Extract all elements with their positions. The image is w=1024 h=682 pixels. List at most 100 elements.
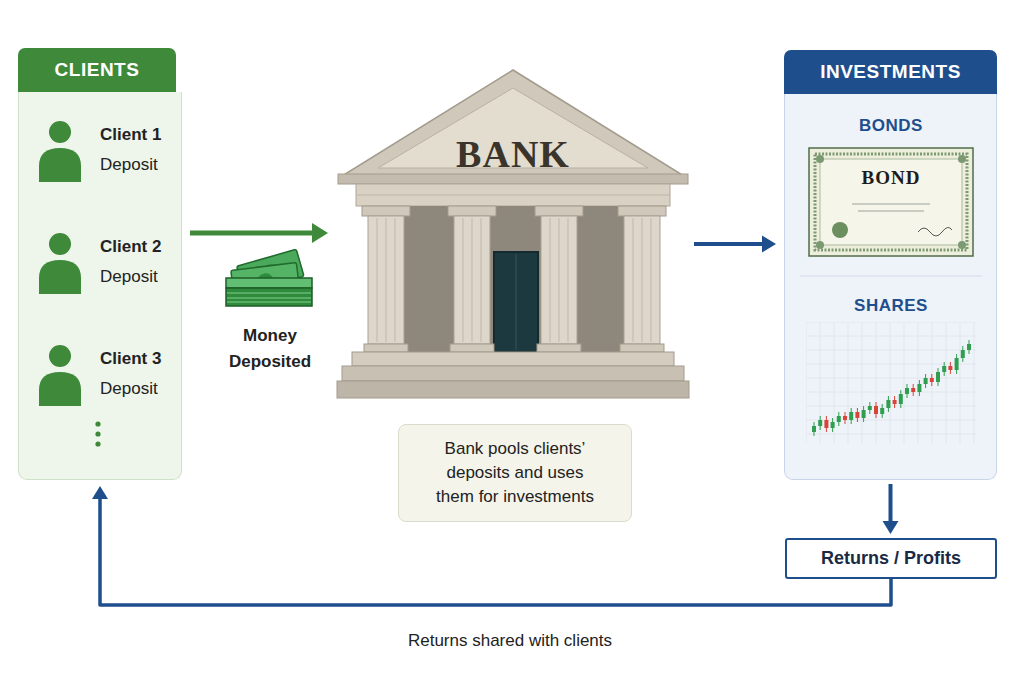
candle-body (936, 372, 940, 382)
candle (930, 374, 934, 386)
panel-title: INVESTMENTS (820, 61, 961, 83)
column-flute (642, 218, 643, 342)
candle-body (868, 406, 872, 410)
person-head (49, 121, 71, 143)
bank-wall (368, 206, 658, 352)
candle (899, 390, 903, 408)
person-icon (36, 342, 84, 408)
person-head (49, 345, 71, 367)
candle-body (818, 420, 822, 426)
certificate-corner (958, 241, 966, 249)
bank-node: BANK (336, 68, 690, 400)
candle-body (874, 406, 878, 414)
bank-name: BANK (336, 132, 690, 176)
grid-line (876, 322, 877, 444)
candle (961, 346, 965, 362)
column-flute (651, 218, 652, 342)
column-flute (481, 218, 482, 342)
banknote (237, 249, 304, 293)
candle-body (967, 344, 971, 350)
connector-line (190, 231, 315, 236)
separator-line (800, 275, 982, 276)
candle-body (930, 378, 934, 382)
panel-title: CLIENTS (55, 59, 140, 81)
candle (967, 340, 971, 354)
candle-body (942, 366, 946, 372)
candle-body (893, 400, 897, 404)
person-icon (36, 118, 84, 184)
note-node: Bank pools clients’ deposits and uses th… (398, 424, 632, 522)
candle (911, 384, 915, 396)
connector-arrow (694, 236, 776, 253)
certificate-signature (918, 227, 952, 236)
bond-certificate (806, 146, 976, 258)
client-node: Client 3Deposit (36, 342, 176, 412)
grid-line (904, 322, 905, 444)
grid-line (848, 322, 849, 444)
candle-body (831, 422, 835, 428)
arrow-head (92, 486, 108, 499)
column-base (620, 344, 664, 352)
client-action: Deposit (100, 266, 161, 288)
column-flute (377, 218, 378, 342)
column-capital (448, 206, 496, 216)
candle (862, 406, 866, 422)
certificate-corner (958, 155, 966, 163)
more-dots (95, 431, 100, 436)
more-dots (95, 421, 100, 426)
column-flute (550, 218, 551, 342)
banknote-body (237, 249, 304, 293)
column (535, 206, 583, 352)
panel-header: INVESTMENTS (784, 50, 997, 94)
section-heading: SHARES (806, 294, 976, 318)
grid-line (960, 322, 961, 444)
candle-body (843, 416, 847, 420)
column-capital (362, 206, 410, 216)
candle-body (855, 412, 859, 418)
column-flute (386, 218, 387, 342)
candle (886, 396, 890, 412)
certificate-corner (816, 241, 824, 249)
column-flute (633, 218, 634, 342)
person-body (39, 260, 81, 294)
money-stack-edge (227, 297, 311, 298)
entablature (356, 184, 670, 206)
candle (917, 380, 921, 396)
banknote-seal (256, 272, 274, 288)
certificate-line (852, 204, 930, 205)
column (362, 206, 410, 352)
person-body (39, 372, 81, 406)
certificate-title: BOND (806, 167, 976, 189)
money-stack-edge (227, 301, 311, 302)
banknote-seal (261, 262, 280, 280)
candle-body (812, 426, 816, 432)
column (618, 206, 666, 352)
certificate-paper (809, 148, 973, 256)
candle-body (862, 410, 866, 418)
client-node: Client 2 Deposit (36, 230, 176, 300)
connector-arrow (190, 223, 328, 243)
grid-line (862, 322, 863, 444)
certificate-seal (832, 222, 848, 238)
bank-building (336, 68, 690, 400)
client-text: Client 1Deposit (100, 124, 161, 176)
client-node: Client 1Deposit (36, 118, 176, 188)
box-node: Returns / Profits (785, 538, 997, 579)
money-stack-side (226, 288, 312, 306)
candle (942, 362, 946, 376)
bank-sign: BANK (336, 132, 690, 176)
column-capital (618, 206, 666, 216)
section-heading: BONDS (806, 114, 976, 138)
candle-body (886, 400, 890, 408)
candle-body (917, 384, 921, 392)
bank-door (494, 252, 538, 352)
person-body (39, 148, 81, 182)
column (448, 206, 496, 352)
client-name: Client 1 (100, 124, 161, 146)
client-name: Client 2 (100, 236, 161, 258)
person-head (49, 233, 71, 255)
grid-line (918, 322, 919, 444)
